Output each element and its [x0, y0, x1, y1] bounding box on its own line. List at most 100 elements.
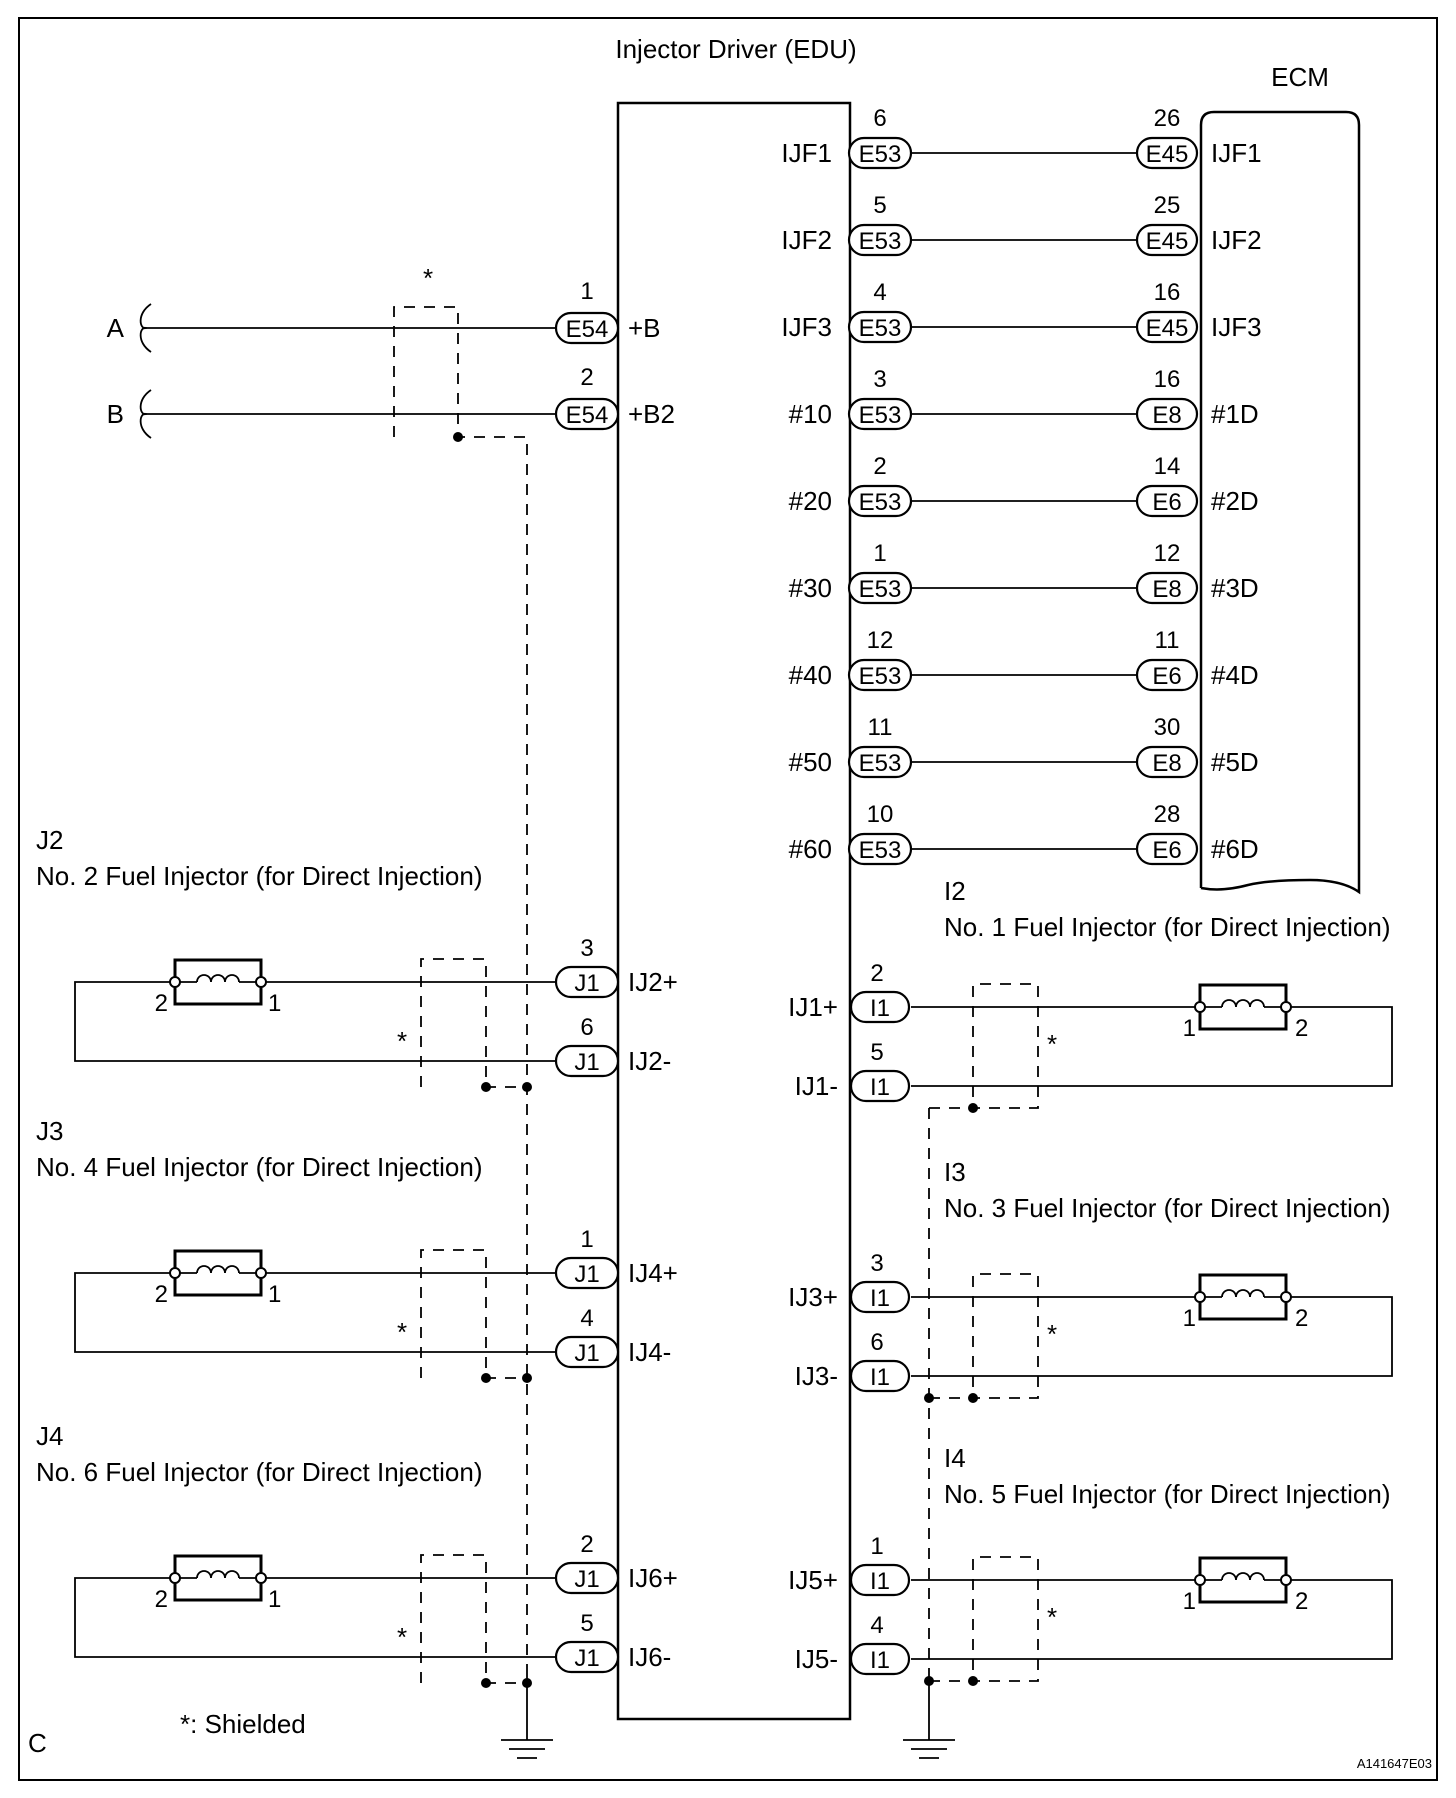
edu-terminal-label: #30 — [789, 573, 832, 603]
injector-code: I2 — [944, 876, 966, 906]
connector-E45-label: E45 — [1146, 228, 1189, 255]
shield-mark: * — [1047, 1602, 1057, 1632]
edu-title: Injector Driver (EDU) — [615, 34, 856, 64]
ecm-terminal-label: IJF1 — [1211, 138, 1262, 168]
shield-junction-dot — [481, 1373, 491, 1383]
connector-E53 — [847, 136, 913, 170]
connector-J1 — [554, 1640, 620, 1674]
ecm-terminal-label: #2D — [1211, 486, 1259, 516]
corner-mark: C — [28, 1728, 47, 1758]
injector-return-wire — [74, 1272, 556, 1353]
connector-I1 — [849, 1359, 911, 1393]
pin-number: 6 — [580, 1014, 593, 1041]
edu-terminal-label: IJ2+ — [628, 967, 678, 997]
inductor-symbol — [196, 1265, 240, 1274]
edu-terminal-label: IJ6- — [628, 1642, 671, 1672]
edu-terminal-label: #60 — [789, 834, 832, 864]
terminal-icon — [1280, 1291, 1292, 1303]
connector-I1 — [849, 1642, 911, 1676]
connector-E8-label: E8 — [1152, 750, 1181, 777]
pin-number: 4 — [873, 279, 886, 306]
shield-junction-dot — [968, 1676, 978, 1686]
connector-E8 — [1135, 571, 1199, 605]
edu-terminal-label: IJ5+ — [788, 1565, 838, 1595]
injector-coil — [1194, 1273, 1292, 1321]
injector-code: I4 — [944, 1443, 966, 1473]
coil-pin-number: 2 — [1295, 1015, 1308, 1042]
terminal-icon — [1280, 1574, 1292, 1586]
coil-pin-number: 1 — [1183, 1588, 1196, 1615]
shield-junction-dot — [481, 1082, 491, 1092]
shield-dashed-box — [929, 983, 1039, 1109]
terminal-icon — [1280, 1001, 1292, 1013]
injector-return-wire — [74, 981, 556, 1062]
shield-mark: * — [397, 1622, 407, 1652]
connector-E53-label: E53 — [859, 141, 902, 168]
coil-pin-number: 2 — [155, 1586, 168, 1613]
injector-return-wire — [911, 1579, 1393, 1660]
edu-terminal-label: +B — [628, 313, 661, 343]
shield-mark: * — [423, 263, 433, 293]
ecm-box — [1199, 110, 1361, 895]
connector-E53 — [847, 397, 913, 431]
injector-coil — [169, 1554, 267, 1602]
connector-E54 — [554, 397, 620, 431]
coil-pin-number: 1 — [268, 990, 281, 1017]
pin-number: 2 — [873, 453, 886, 480]
pin-number: 1 — [873, 540, 886, 567]
coil-pin-number: 2 — [155, 990, 168, 1017]
shield-dashed-box — [929, 1556, 1039, 1682]
connector-E53 — [847, 832, 913, 866]
ground-left-icon — [501, 1668, 553, 1759]
connector-E53 — [847, 571, 913, 605]
connector-J1 — [554, 1335, 620, 1369]
pin-number: 16 — [1154, 279, 1181, 306]
injector-code: J4 — [36, 1421, 63, 1451]
connector-I1 — [849, 1280, 911, 1314]
connector-E53 — [847, 223, 913, 257]
connector-J1-label: J1 — [574, 1566, 599, 1593]
edu-box — [616, 101, 852, 1721]
pin-number: 1 — [580, 1226, 593, 1253]
connector-I1-label: I1 — [870, 1285, 890, 1312]
connector-E6 — [1135, 832, 1199, 866]
connector-E53-label: E53 — [859, 576, 902, 603]
ecm-terminal-label: #6D — [1211, 834, 1259, 864]
connector-E53 — [847, 484, 913, 518]
connector-E6-label: E6 — [1152, 489, 1181, 516]
terminal-icon — [255, 1267, 267, 1279]
connector-E54-label: E54 — [566, 402, 609, 429]
shield-dashed-box — [929, 1273, 1039, 1399]
connector-J1 — [554, 965, 620, 999]
pin-number: 6 — [873, 105, 886, 132]
inductor-symbol — [196, 1570, 240, 1579]
pin-number: 1 — [870, 1533, 883, 1560]
power-line-name: B — [107, 399, 124, 429]
edu-terminal-label: IJF2 — [781, 225, 832, 255]
connector-E45 — [1135, 310, 1199, 344]
connector-I1-label: I1 — [870, 1074, 890, 1101]
ecm-title: ECM — [1271, 62, 1329, 92]
edu-terminal-label: IJ4+ — [628, 1258, 678, 1288]
connector-I1 — [849, 1563, 911, 1597]
edu-terminal-label: IJ2- — [628, 1046, 671, 1076]
injector-title: No. 6 Fuel Injector (for Direct Injectio… — [36, 1457, 483, 1487]
connector-E53-label: E53 — [859, 837, 902, 864]
pin-number: 26 — [1154, 105, 1181, 132]
injector-coil — [169, 1249, 267, 1297]
pin-number: 2 — [580, 1531, 593, 1558]
pin-number: 5 — [870, 1039, 883, 1066]
edu-terminal-label: #50 — [789, 747, 832, 777]
injector-coil — [169, 958, 267, 1006]
